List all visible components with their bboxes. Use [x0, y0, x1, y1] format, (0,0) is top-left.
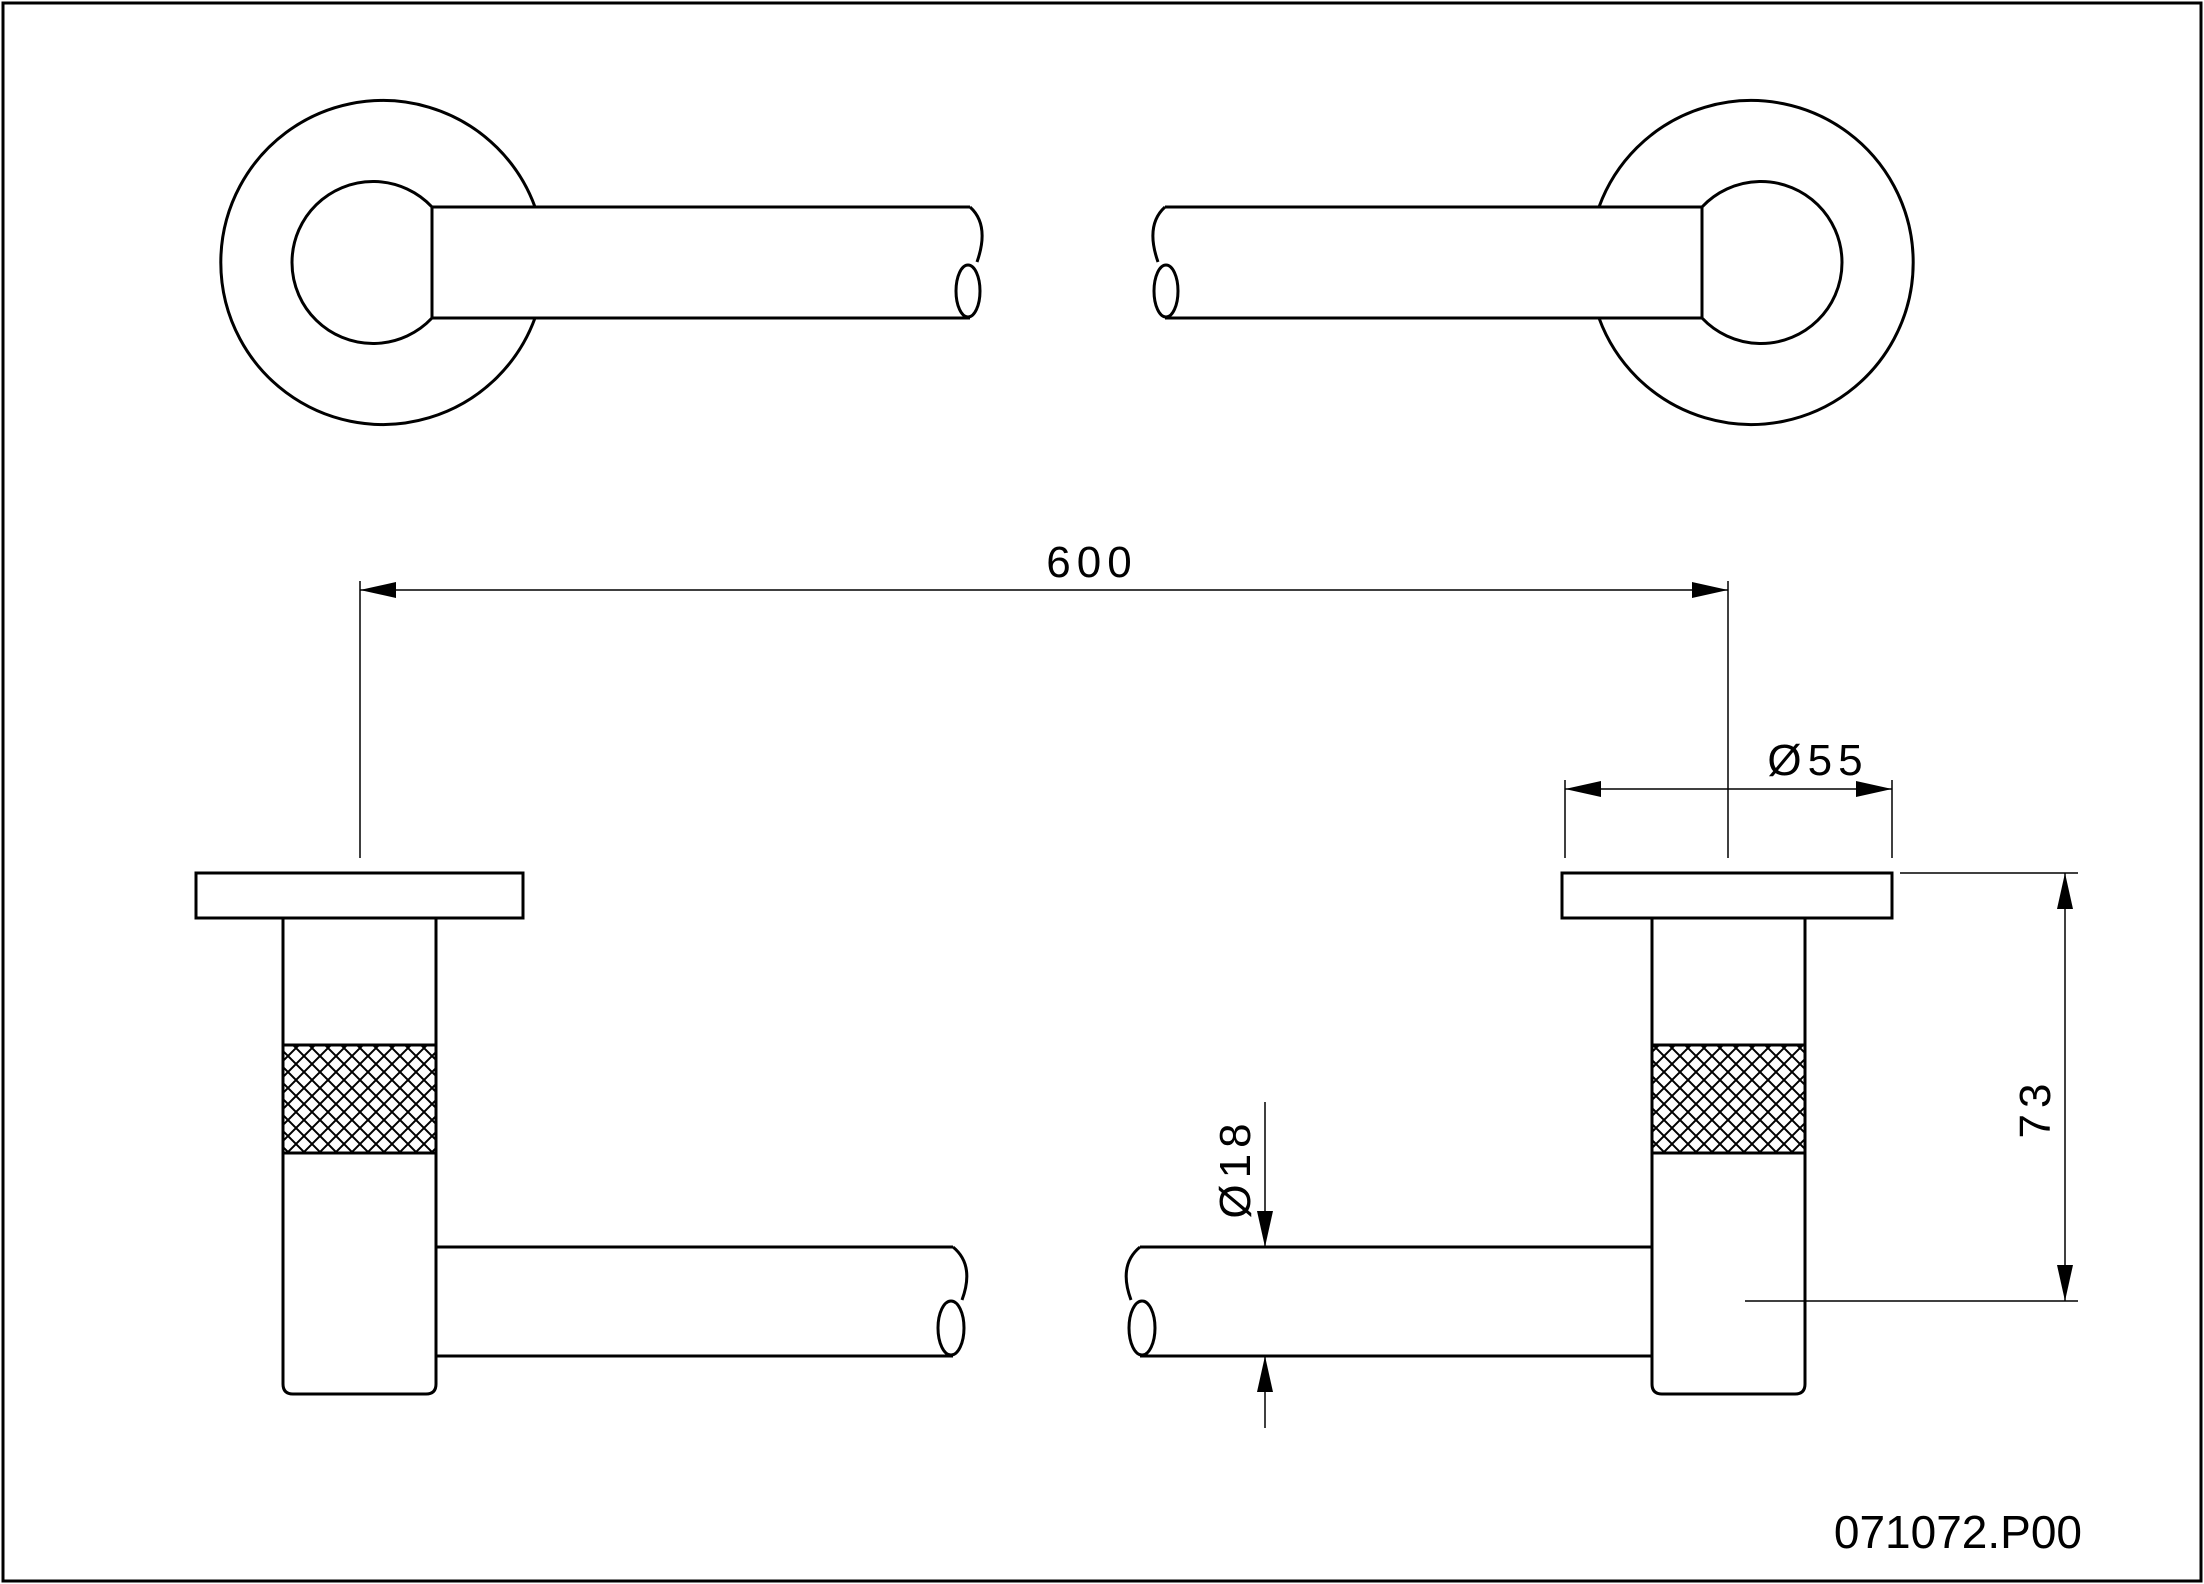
dimension-rosette-diameter-label: Ø55	[1767, 736, 1868, 785]
dimension-projection	[1745, 872, 2078, 1302]
dimension-bar-diameter-label: Ø18	[1211, 1117, 1260, 1218]
dimension-length	[359, 581, 1729, 858]
top-view-left-rosette	[219, 99, 537, 426]
dimension-projection-label: 73	[2011, 1078, 2060, 1139]
top-view	[219, 99, 1915, 426]
top-view-right-bar	[1151, 205, 1704, 320]
front-view-left-bar	[436, 1245, 969, 1358]
knurled-grip-right	[1650, 1043, 1807, 1155]
top-view-left-bar	[430, 205, 984, 320]
dimension-length-label: 600	[1046, 538, 1137, 587]
front-view-right-post	[1560, 871, 1894, 1396]
front-view-right-bar	[1124, 1245, 1652, 1358]
dimension-rosette-diameter	[1564, 780, 1893, 858]
front-view-left-post	[194, 871, 525, 1396]
top-view-right-rosette	[1597, 99, 1915, 426]
front-view	[194, 871, 1894, 1396]
knurled-grip-left	[281, 1043, 438, 1155]
dimension-bar-diameter	[1257, 1102, 1273, 1428]
part-number: 071072.P00	[1834, 1506, 2082, 1558]
